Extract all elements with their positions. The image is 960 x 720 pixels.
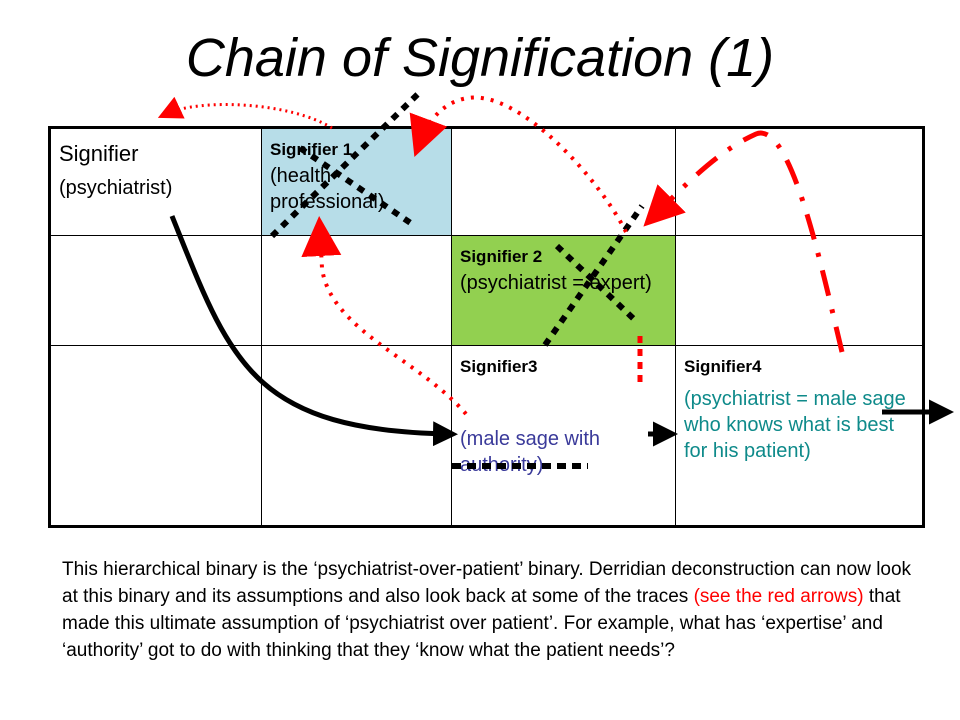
signifier-1-heading: Signifier 1 bbox=[270, 140, 353, 159]
signifier-2-heading: Signifier 2 bbox=[460, 247, 543, 266]
caption: This hierarchical binary is the ‘psychia… bbox=[62, 556, 922, 664]
cell-empty-r2c2 bbox=[261, 235, 452, 346]
page-title: Chain of Signification (1) bbox=[185, 28, 775, 88]
signifier-heading: Signifier bbox=[59, 141, 139, 166]
caption-part-2: that made this ultimate assumption of ‘p… bbox=[62, 586, 901, 661]
cell-signifier: Signifier (psychiatrist) bbox=[49, 127, 262, 236]
signifier-2-sub: (psychiatrist = expert) bbox=[460, 272, 652, 294]
caption-part-1: This hierarchical binary is the ‘psychia… bbox=[62, 559, 912, 607]
signifier-sub: (psychiatrist) bbox=[59, 177, 173, 199]
cell-empty-r2c4 bbox=[675, 235, 924, 346]
signifier-4-sub: (psychiatrist = male sage who knows what… bbox=[684, 388, 906, 462]
cell-signifier-4: Signifier4 (psychiatrist = male sage who… bbox=[675, 345, 924, 527]
red-arrow-to-title-icon bbox=[157, 96, 333, 130]
cell-signifier-3: Signifier3 (male sage with authority) bbox=[451, 345, 676, 527]
cell-empty-r2c1 bbox=[49, 235, 262, 346]
cell-empty-r1c4 bbox=[675, 127, 924, 236]
caption-highlight: (see the red arrows) bbox=[693, 586, 864, 607]
cell-signifier-2: Signifier 2 (psychiatrist = expert) bbox=[451, 235, 676, 346]
signifier-1-sub: (health professional) bbox=[270, 165, 385, 213]
signification-grid: Signifier (psychiatrist) Signifier 1 (he… bbox=[48, 126, 925, 528]
signifier-4-heading: Signifier4 bbox=[684, 357, 762, 376]
cell-empty-r3c1 bbox=[49, 345, 262, 527]
cell-signifier-1: Signifier 1 (health professional) bbox=[261, 127, 452, 236]
signifier-3-sub: (male sage with authority) bbox=[460, 428, 601, 476]
cell-empty-r1c3 bbox=[451, 127, 676, 236]
cell-empty-r3c2 bbox=[261, 345, 452, 527]
signifier-3-heading: Signifier3 bbox=[460, 357, 538, 376]
